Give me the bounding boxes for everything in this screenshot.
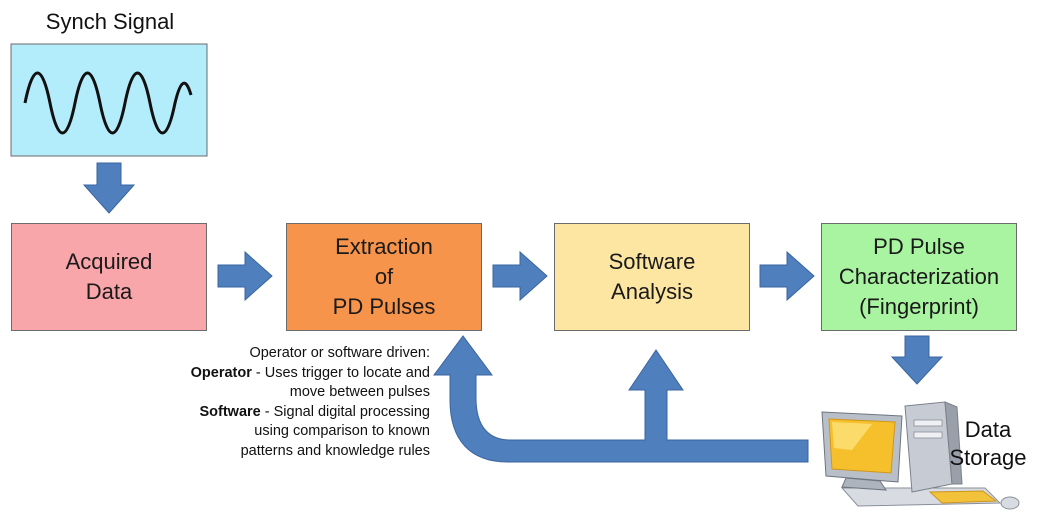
synch-signal-title: Synch Signal (45, 9, 175, 34)
characterization-line-3: (Fingerprint) (859, 294, 979, 319)
arrow-extraction-to-analysis (492, 250, 548, 302)
note-software-row-3: patterns and knowledge rules (240, 442, 430, 459)
characterization-box: PD Pulse Characterization (Fingerprint) (821, 223, 1017, 331)
analysis-line-2: Analysis (611, 279, 693, 304)
note-software-row-1: Software - Signal digital processing (130, 403, 430, 423)
sine-wave-icon (23, 71, 193, 135)
software-label: Software (199, 403, 261, 420)
extraction-line-1: Extraction (335, 234, 433, 259)
note-software-row-2: using comparison to known (254, 423, 430, 439)
arrow-acquired-to-extraction (217, 250, 273, 302)
extraction-line-2: of (374, 264, 394, 289)
software-analysis-box: Software Analysis (554, 223, 750, 331)
data-storage-line-1: Data (964, 417, 1012, 442)
software-text-1: - Signal digital processing (260, 403, 430, 420)
acquired-data-box: Acquired Data (11, 223, 207, 331)
note-operator-row-2: move between pulses (289, 384, 430, 400)
computer-icon (821, 401, 1020, 510)
operator-label: Operator (190, 364, 252, 381)
feedback-arrow (433, 335, 809, 463)
characterization-down-arrow (890, 335, 944, 385)
analysis-line-1: Software (608, 249, 696, 274)
acquired-data-line-1: Acquired (65, 249, 153, 274)
note-operator-row-1: Operator - Uses trigger to locate and (130, 364, 430, 384)
characterization-line-1: PD Pulse (873, 234, 965, 259)
arrow-analysis-to-characterization (759, 250, 815, 302)
operator-software-note: Operator or software driven: Operator - … (130, 344, 430, 461)
signal-down-arrow (82, 162, 136, 214)
synch-signal-box (10, 43, 208, 157)
data-storage-line-2: Storage (949, 445, 1027, 470)
extraction-box: Extraction of PD Pulses (286, 223, 482, 331)
extraction-line-3: PD Pulses (332, 294, 436, 319)
characterization-line-2: Characterization (838, 264, 1000, 289)
note-intro: Operator or software driven: (249, 345, 430, 361)
operator-text-1: - Uses trigger to locate and (251, 364, 430, 381)
acquired-data-line-2: Data (85, 279, 133, 304)
data-storage-label: Data Storage (940, 416, 1036, 472)
